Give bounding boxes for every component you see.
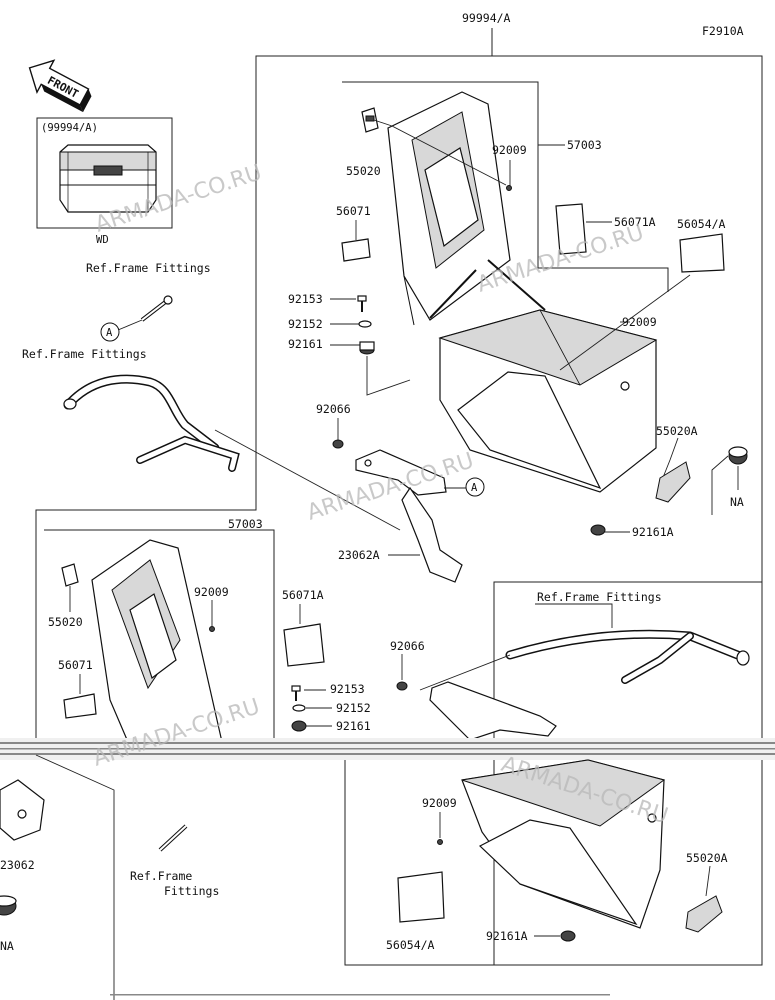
ref-frame-lower-a: Ref.Frame xyxy=(130,869,192,883)
label-92009-upper: 92009 xyxy=(492,143,527,157)
bracket-23062 xyxy=(0,779,45,841)
bolt-92153-mid-icon xyxy=(291,685,301,701)
scan-noise-band xyxy=(0,738,775,760)
top-reference-label: 99994/A xyxy=(462,11,511,25)
latch-55020-mid-icon xyxy=(61,563,79,587)
circle-marker-a-right: A xyxy=(465,477,485,497)
ref-frame-lower-b: Fittings xyxy=(164,884,219,898)
svg-text:A: A xyxy=(106,327,113,339)
grommet-92161-icon xyxy=(359,341,375,355)
latch-55020a-lower-icon xyxy=(685,895,723,933)
inset-title: (99994/A) xyxy=(41,122,98,134)
label-56071a-upper: 56071A xyxy=(614,215,656,229)
svg-text:A: A xyxy=(471,482,478,494)
label-56071-upper: 56071 xyxy=(336,204,371,218)
frame-tube-left xyxy=(63,374,240,472)
label-57003-mid: 57003 xyxy=(228,517,263,531)
label-56071a-mid: 56071A xyxy=(282,588,324,602)
sticker-56054a-icon xyxy=(679,233,725,273)
label-56054a-lower: 56054/A xyxy=(386,938,435,952)
label-92066-upper: 92066 xyxy=(316,402,351,416)
pannier-lid-mid xyxy=(91,539,223,743)
label-55020-mid: 55020 xyxy=(48,615,83,629)
label-92161a-upper: 92161A xyxy=(632,525,674,539)
diagram-code: F2910A xyxy=(702,24,744,38)
label-56054a-upper: 56054/A xyxy=(677,217,726,231)
latch-55020a-icon xyxy=(655,461,691,503)
bolt-lower-icon xyxy=(158,824,188,852)
pannier-lid-upper xyxy=(387,91,511,326)
label-92009-lower: 92009 xyxy=(422,796,457,810)
sticker-56071-mid-icon xyxy=(63,693,97,719)
strap-upper xyxy=(429,259,546,319)
bolt-icon xyxy=(140,295,173,322)
label-92153-upper: 92153 xyxy=(288,292,323,306)
label-92009-upper-right: 92009 xyxy=(622,315,657,329)
bolt-92153-icon xyxy=(357,295,367,312)
latch-55020-icon xyxy=(361,107,379,133)
label-92066-lower: 92066 xyxy=(390,639,425,653)
pannier-body-lower xyxy=(461,759,666,929)
label-92152-upper: 92152 xyxy=(288,317,323,331)
bracket-23062a xyxy=(355,449,463,583)
sticker-56071-icon xyxy=(341,238,371,262)
label-55020-upper: 55020 xyxy=(346,164,381,178)
inset-caption: WD xyxy=(96,234,109,246)
front-arrow-icon: FRONT xyxy=(28,59,92,113)
bracket-lower xyxy=(429,681,557,741)
grommet-92161a-lower-icon xyxy=(560,930,576,942)
knob-na-lower-icon xyxy=(0,895,17,916)
label-na-lower: NA xyxy=(0,939,14,953)
washer-92152-mid-icon xyxy=(292,704,306,712)
label-23062a: 23062A xyxy=(338,548,380,562)
nut-92066-icon xyxy=(332,439,344,449)
label-55020a-upper: 55020A xyxy=(656,424,698,438)
screw-92009-lower-icon xyxy=(437,839,443,845)
label-23062: 23062 xyxy=(0,858,35,872)
ref-frame-fittings-3: Ref.Frame Fittings xyxy=(537,590,662,604)
screw-92009-icon xyxy=(506,185,512,191)
label-92153-mid: 92153 xyxy=(330,682,365,696)
label-92161-upper: 92161 xyxy=(288,337,323,351)
knob-na-icon xyxy=(728,446,748,465)
ref-frame-fittings-2: Ref.Frame Fittings xyxy=(22,347,147,361)
ref-frame-fittings-1: Ref.Frame Fittings xyxy=(86,261,211,275)
sticker-56054a-lower-icon xyxy=(397,871,445,923)
washer-92152-icon xyxy=(358,320,372,328)
nut-92066-lower-icon xyxy=(396,681,408,691)
label-92161a-lower: 92161A xyxy=(486,929,528,943)
label-na-upper: NA xyxy=(730,495,744,509)
frame-tube-right xyxy=(505,629,750,684)
inset-panel: (99994/A) WD xyxy=(36,117,173,246)
pannier-body-upper xyxy=(438,309,658,493)
label-56071-mid: 56071 xyxy=(58,658,93,672)
sticker-56071a-mid-icon xyxy=(283,623,325,667)
label-92152-mid: 92152 xyxy=(336,701,371,715)
circle-marker-a: A xyxy=(100,322,120,342)
top-case-icon xyxy=(59,144,157,213)
bottom-noise xyxy=(110,994,610,996)
label-55020a-lower: 55020A xyxy=(686,851,728,865)
screw-92009-mid-icon xyxy=(209,626,215,632)
label-92161-mid: 92161 xyxy=(336,719,371,733)
sticker-56071a-icon xyxy=(555,203,587,255)
label-57003-upper: 57003 xyxy=(567,138,602,152)
grommet-92161-mid-icon xyxy=(291,720,307,732)
grommet-92161a-icon xyxy=(590,524,606,536)
label-92009-mid: 92009 xyxy=(194,585,229,599)
